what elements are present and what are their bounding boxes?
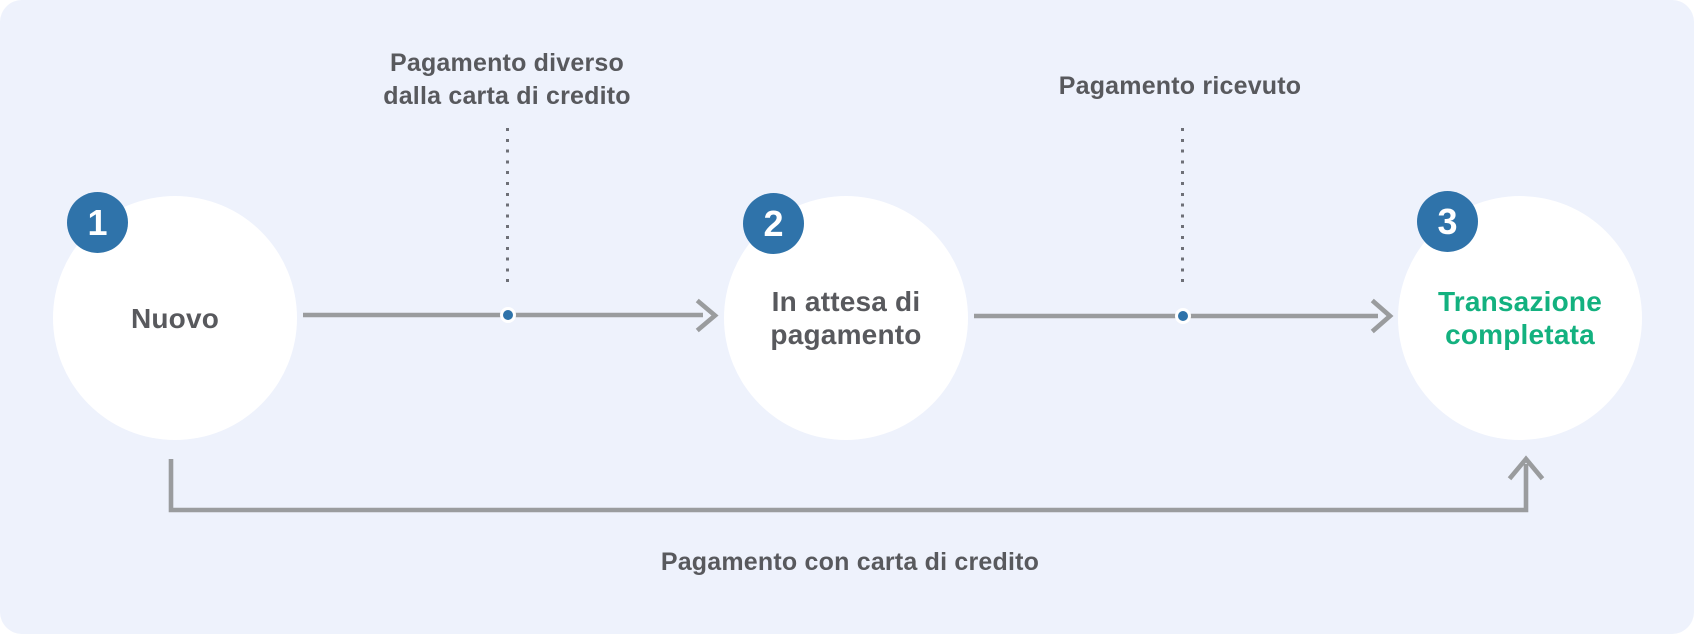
step-1-number: 1 [87, 201, 108, 243]
arrow-right-icon [695, 298, 719, 333]
transition-label-non-credit-card: Pagamento diverso dalla carta di credito [383, 49, 631, 110]
milestone-dot-icon [500, 307, 516, 323]
step-1-label: Nuovo [130, 302, 220, 334]
step-3-label: Transazione completata [1437, 286, 1603, 350]
dotted-leader-line [506, 128, 509, 286]
arrow-up-icon [1507, 455, 1545, 481]
step-2-label: In attesa di pagamento [770, 286, 922, 350]
step-3-badge: 3 [1417, 191, 1478, 252]
arrow-right-icon [1370, 298, 1394, 334]
step-3-number: 3 [1437, 200, 1458, 242]
step-2-badge: 2 [743, 193, 804, 254]
dotted-leader-line [1181, 128, 1184, 286]
transition-label-credit-card: Pagamento con carta di credito [660, 548, 1040, 576]
step-2-number: 2 [763, 202, 784, 244]
step-1-badge: 1 [67, 192, 128, 253]
milestone-dot-icon [1175, 308, 1191, 324]
bypass-path-step1-step3 [168, 459, 1529, 513]
transition-label-payment-received: Pagamento ricevuto [1058, 72, 1302, 100]
